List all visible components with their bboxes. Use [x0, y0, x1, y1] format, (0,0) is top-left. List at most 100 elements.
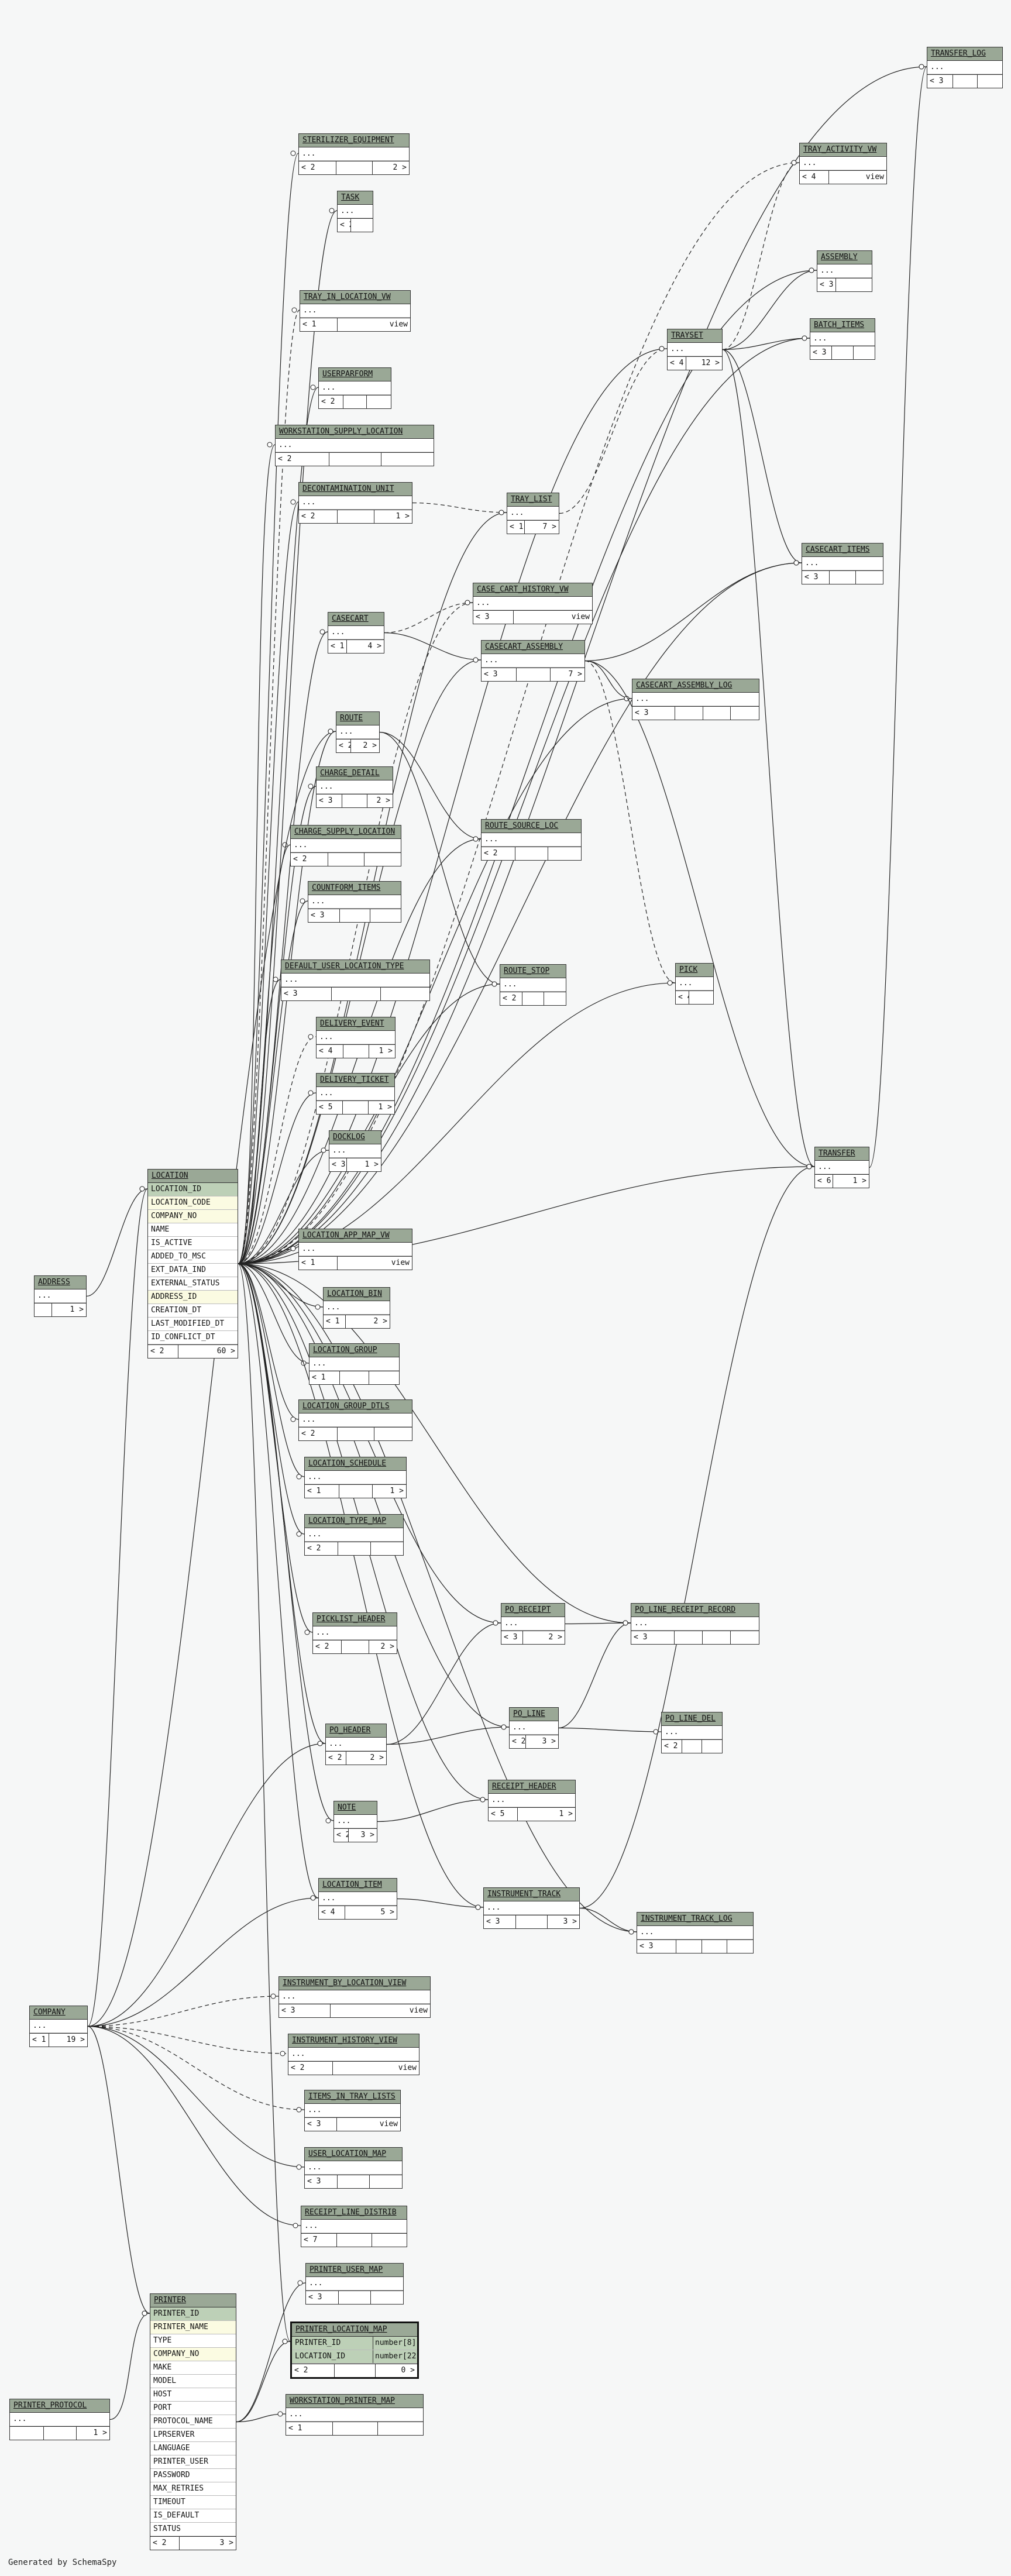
table-user-location-map[interactable]: USER_LOCATION_MAP...< 3: [304, 2147, 403, 2189]
column-row[interactable]: ...: [510, 1721, 558, 1735]
table-printer-protocol[interactable]: PRINTER_PROTOCOL...1 >: [9, 2399, 110, 2440]
column-row[interactable]: ...: [810, 332, 875, 346]
table-name[interactable]: CASECART_ASSEMBLY: [485, 642, 563, 651]
column-row[interactable]: ...: [815, 1161, 869, 1174]
column-row[interactable]: EXTERNAL_STATUS: [148, 1277, 238, 1291]
column-row[interactable]: ...: [286, 2408, 423, 2422]
table-name[interactable]: CASE_CART_HISTORY_VW: [477, 585, 569, 594]
table-name[interactable]: ITEMS_IN_TRAY_LISTS: [308, 2092, 396, 2101]
column-row[interactable]: ...: [288, 2048, 419, 2061]
column-row[interactable]: ...: [313, 1626, 397, 1640]
table-name[interactable]: USER_LOCATION_MAP: [308, 2149, 387, 2158]
column-row[interactable]: ...: [328, 626, 384, 639]
column-row[interactable]: PROTOCOL_NAME: [150, 2415, 236, 2429]
table-name[interactable]: TRAY_IN_LOCATION_VW: [304, 293, 391, 301]
table-name[interactable]: ASSEMBLY: [821, 253, 858, 262]
column-row[interactable]: ...: [299, 496, 412, 510]
column-row[interactable]: PORT: [150, 2402, 236, 2415]
table-pick[interactable]: PICK...< 4: [675, 963, 714, 1005]
table-casecart-items[interactable]: CASECART_ITEMS...< 3: [802, 543, 883, 584]
table-batch-items[interactable]: BATCH_ITEMS...< 3: [810, 318, 875, 360]
column-row[interactable]: ...: [306, 2277, 403, 2290]
table-name[interactable]: PO_LINE_RECEIPT_RECORD: [635, 1605, 736, 1614]
column-row[interactable]: MODEL: [150, 2375, 236, 2388]
column-row[interactable]: ...: [637, 1926, 753, 1939]
table-name[interactable]: NOTE: [338, 1803, 356, 1812]
table-name[interactable]: LOCATION_BIN: [327, 1289, 382, 1298]
table-name[interactable]: COUNTFORM_ITEMS: [312, 883, 381, 892]
column-row[interactable]: ...: [319, 381, 391, 395]
table-name[interactable]: LOCATION_SCHEDULE: [308, 1459, 387, 1468]
column-row[interactable]: MAKE: [150, 2361, 236, 2375]
column-row[interactable]: COMPANY_NO: [150, 2348, 236, 2361]
table-name[interactable]: DOCKLOG: [333, 1133, 365, 1141]
column-row[interactable]: ...: [310, 1357, 399, 1371]
column-row[interactable]: LAST_MODIFIED_DT: [148, 1318, 238, 1331]
table-name[interactable]: TRANSFER_LOG: [931, 49, 986, 58]
table-charge-supply-location[interactable]: CHARGE_SUPPLY_LOCATION...< 2: [290, 825, 401, 866]
column-row[interactable]: ...: [334, 1815, 377, 1828]
column-row[interactable]: ...: [301, 2220, 407, 2233]
column-row[interactable]: ...: [482, 833, 581, 847]
column-row[interactable]: ...: [299, 1413, 412, 1427]
column-row[interactable]: ...: [317, 1031, 395, 1044]
table-name[interactable]: CHARGE_SUPPLY_LOCATION: [294, 827, 396, 836]
column-row[interactable]: ...: [300, 304, 410, 318]
column-row[interactable]: HOST: [150, 2388, 236, 2402]
column-row[interactable]: ...: [35, 1289, 86, 1303]
table-name[interactable]: INSTRUMENT_TRACK: [487, 1890, 561, 1899]
column-row[interactable]: PASSWORD: [150, 2469, 236, 2482]
column-row[interactable]: PRINTER_NAME: [150, 2321, 236, 2334]
table-name[interactable]: INSTRUMENT_TRACK_LOG: [641, 1914, 733, 1923]
column-row[interactable]: ADDED_TO_MSC: [148, 1250, 238, 1264]
table-name[interactable]: PICK: [679, 965, 698, 974]
table-name[interactable]: LOCATION_TYPE_MAP: [308, 1516, 387, 1525]
table-task[interactable]: TASK...< 2: [337, 191, 373, 232]
table-name[interactable]: ADDRESS: [38, 1278, 70, 1287]
table-route-source-loc[interactable]: ROUTE_SOURCE_LOC...< 2: [481, 819, 582, 861]
table-name[interactable]: PO_RECEIPT: [505, 1605, 551, 1614]
column-row[interactable]: TYPE: [150, 2334, 236, 2348]
column-row[interactable]: ...: [676, 977, 713, 990]
table-default-user-location-type[interactable]: DEFAULT_USER_LOCATION_TYPE...< 3: [281, 959, 430, 1001]
column-row[interactable]: ...: [299, 1243, 412, 1256]
table-name[interactable]: BATCH_ITEMS: [814, 321, 865, 329]
table-name[interactable]: CHARGE_DETAIL: [320, 769, 380, 778]
column-row[interactable]: ...: [10, 2413, 109, 2426]
column-row[interactable]: ...: [30, 2020, 87, 2033]
column-row[interactable]: ...: [305, 2161, 402, 2175]
column-row[interactable]: ...: [500, 978, 566, 992]
column-row[interactable]: MAX_RETRIES: [150, 2482, 236, 2496]
column-row[interactable]: ...: [308, 895, 401, 909]
table-name[interactable]: CASECART: [332, 614, 369, 623]
table-note[interactable]: NOTE...< 23 >: [333, 1801, 377, 1842]
column-row[interactable]: ...: [317, 1087, 394, 1100]
column-row[interactable]: ...: [927, 61, 1002, 74]
column-row[interactable]: ...: [324, 1301, 390, 1315]
column-row[interactable]: ...: [817, 264, 872, 278]
table-name[interactable]: CASECART_ITEMS: [806, 545, 870, 554]
column-row[interactable]: ID_CONFLICT_DT: [148, 1331, 238, 1344]
table-name[interactable]: INSTRUMENT_BY_LOCATION_VIEW: [283, 1979, 407, 1987]
table-name[interactable]: PO_LINE: [513, 1710, 545, 1718]
table-name[interactable]: TRAYSET: [671, 331, 703, 340]
column-row[interactable]: ...: [279, 1990, 430, 2004]
column-row[interactable]: ...: [305, 2104, 400, 2117]
table-userparform[interactable]: USERPARFORM...< 2: [318, 367, 391, 409]
column-row[interactable]: ...: [281, 974, 429, 987]
column-row[interactable]: STATUS: [150, 2523, 236, 2536]
table-name[interactable]: CASECART_ASSEMBLY_LOG: [636, 681, 733, 690]
